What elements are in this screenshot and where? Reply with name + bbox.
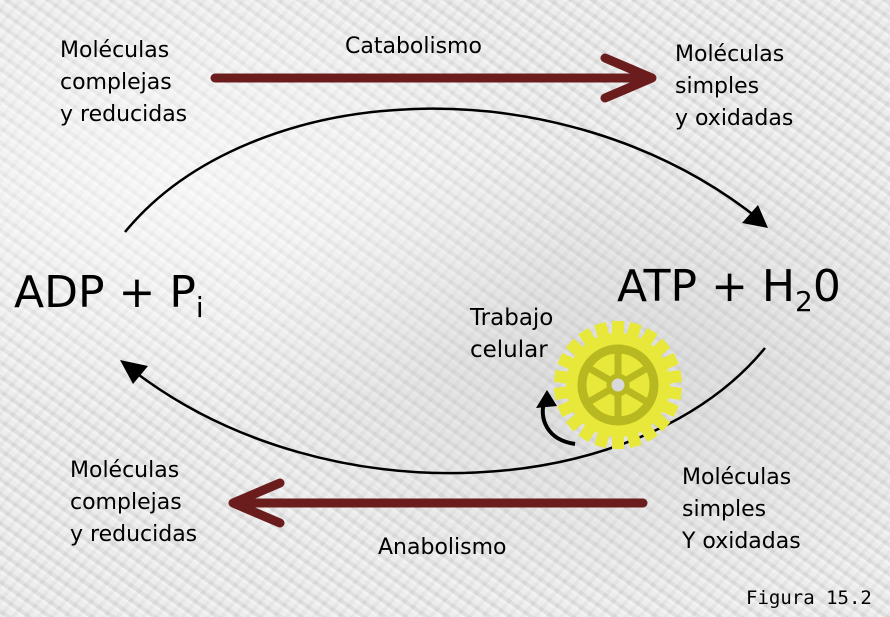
- catabolism-label: Catabolismo: [345, 34, 482, 59]
- rotation-arrowhead: [536, 390, 557, 408]
- top-right-label: Moléculas simples y oxidadas: [675, 42, 794, 131]
- bottom-right-label: Moléculas simples Y oxidadas: [682, 465, 801, 554]
- adp-label: ADP + Pi: [14, 267, 204, 322]
- top-left-label: Moléculas complejas y reducidas: [60, 38, 188, 127]
- upper-cycle-arrow: [124, 107, 761, 233]
- atp-sub: 2: [795, 285, 813, 318]
- catabolism-arrow: [210, 53, 657, 103]
- adp-main: ADP + P: [14, 267, 196, 318]
- bottom-left-label: Moléculas complejas y reducidas: [70, 458, 198, 547]
- lower-cycle-arrow: [134, 347, 766, 475]
- atp-main: ATP + H: [617, 261, 796, 312]
- adp-sub: i: [195, 291, 204, 324]
- figure-caption: Figura 15.2: [746, 587, 872, 609]
- anabolism-label: Anabolismo: [378, 535, 507, 560]
- gear-icon: [553, 321, 683, 449]
- atp-end: 0: [812, 261, 841, 312]
- upper-cycle-arrowhead: [742, 205, 768, 228]
- lower-cycle-arrowhead: [120, 360, 148, 384]
- cellular-work-label: Trabajo celular: [470, 305, 554, 363]
- anabolism-arrow: [228, 478, 648, 528]
- atp-label: ATP + H20: [617, 261, 841, 316]
